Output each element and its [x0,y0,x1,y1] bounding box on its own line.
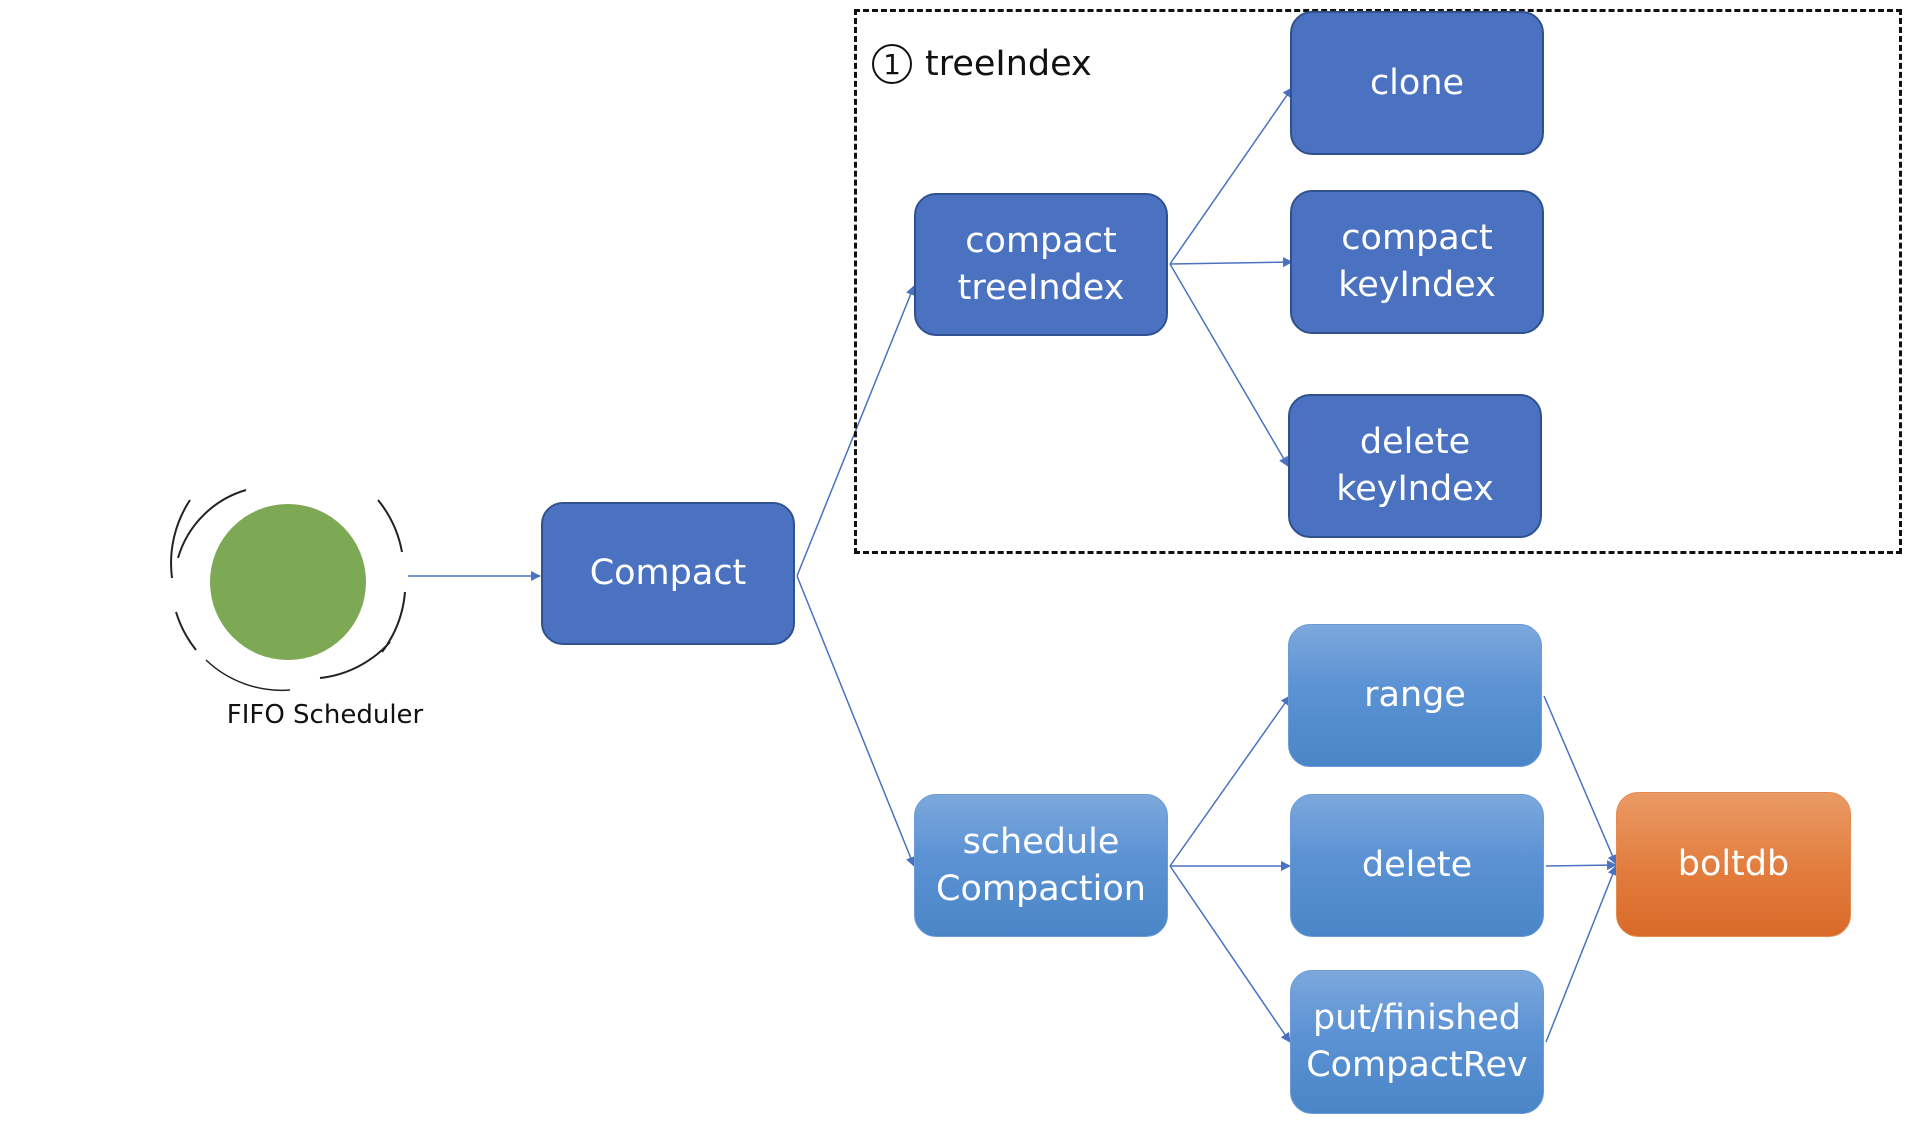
scheduler-ring-arc [319,641,391,679]
scheduler-ring-arc [177,489,247,559]
node-compact-keyindex: compact keyIndex [1290,190,1544,334]
treeindex-group-box [854,9,1902,554]
arrow-compact-treeindex-to-clone [1169,87,1293,265]
arrow-compact-to-schedule-compaction [796,575,916,867]
node-clone: clone [1290,11,1544,155]
arrow-schedule-to-put-finished [1169,865,1291,1043]
node-compact-treeindex: compact treeIndex [914,193,1168,336]
node-delete-keyindex: delete keyIndex [1288,394,1542,538]
node-range: range [1288,624,1542,767]
group-number-badge: 1 [872,44,912,84]
scheduler-ring-arc [170,499,191,579]
arrow-range-to-boltdb [1543,695,1618,865]
node-put-finished-compactrev: put/finished CompactRev [1290,970,1544,1114]
scheduler-label: FIFO Scheduler [226,700,424,730]
scheduler-circle [210,504,366,660]
arrow-compact-treeindex-to-compact-keyindex [1169,257,1293,268]
group-title: treeIndex [925,44,1092,84]
arrow-delete-to-boltdb [1545,860,1617,871]
scheduler-ring-arc [377,499,403,553]
node-delete: delete [1290,794,1544,937]
arrow-compact-treeindex-to-delete-keyindex [1169,263,1289,467]
arrow-put-finished-to-boltdb [1545,865,1618,1043]
arrow-schedule-to-range [1169,695,1291,867]
scheduler-ring-arc [205,659,291,692]
node-compact: Compact [541,502,795,645]
node-boltdb: boltdb [1616,792,1851,937]
scheduler-ring-arc [175,611,197,651]
treeindex-group-label: 1 treeIndex [872,44,1092,84]
scheduler-ring-arc [381,591,406,653]
node-schedule-compaction: schedule Compaction [914,794,1168,937]
scheduler-icon [170,489,406,692]
